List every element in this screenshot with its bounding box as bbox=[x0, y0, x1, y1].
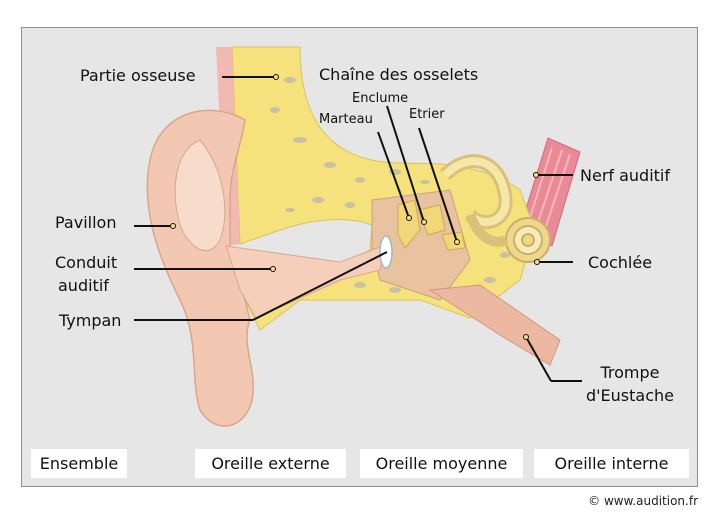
label-marteau: Marteau bbox=[319, 112, 373, 127]
ossicles-shape bbox=[397, 199, 466, 251]
label-conduit-line1: Conduit bbox=[55, 253, 118, 272]
ear-canal-shape bbox=[225, 244, 386, 319]
label-tympan: Tympan bbox=[59, 311, 122, 330]
label-trompe-line2: d'Eustache bbox=[586, 386, 674, 405]
tab-ensemble[interactable]: Ensemble bbox=[31, 449, 127, 478]
label-chaine-osselets: Chaîne des osselets bbox=[319, 65, 479, 84]
pinna-fold bbox=[174, 139, 226, 252]
inner-ear-shape bbox=[440, 154, 551, 263]
label-conduit-line2: auditif bbox=[58, 276, 109, 295]
tab-oreille-interne[interactable]: Oreille interne bbox=[534, 449, 689, 478]
label-nerf-auditif: Nerf auditif bbox=[580, 166, 671, 185]
label-trompe-line1: Trompe bbox=[600, 363, 660, 382]
tab-oreille-externe[interactable]: Oreille externe bbox=[195, 449, 346, 478]
label-enclume: Enclume bbox=[352, 91, 409, 106]
label-pavillon: Pavillon bbox=[55, 213, 117, 232]
label-cochlee: Cochlée bbox=[588, 253, 653, 272]
tab-oreille-moyenne[interactable]: Oreille moyenne bbox=[360, 449, 523, 478]
label-etrier: Etrier bbox=[409, 107, 445, 122]
copyright-text: © www.audition.fr bbox=[588, 494, 698, 508]
eustachian-tube-shape bbox=[428, 284, 561, 366]
label-partie-osseuse: Partie osseuse bbox=[80, 66, 196, 85]
leader-lines bbox=[134, 76, 582, 382]
